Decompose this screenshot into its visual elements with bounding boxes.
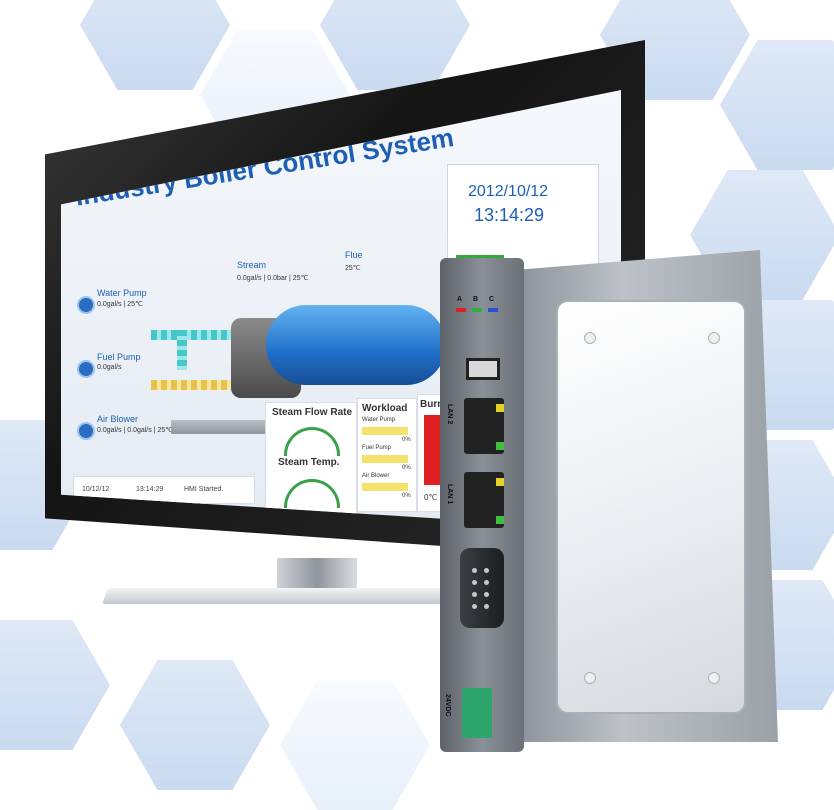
steam-flow-label: Steam Flow Rate bbox=[272, 407, 353, 418]
status-led-green bbox=[472, 308, 482, 312]
screw-icon bbox=[708, 672, 720, 684]
stream-label: Stream bbox=[237, 260, 267, 270]
water-pump-label: Water Pump bbox=[97, 288, 147, 298]
lan2-led bbox=[496, 404, 504, 412]
steam-temp-gauge bbox=[284, 479, 340, 508]
steam-temp-label: Steam Temp. bbox=[278, 457, 340, 468]
status-message: HMI Started. bbox=[184, 486, 224, 493]
burner-level-bar bbox=[424, 415, 444, 485]
status-led-red bbox=[456, 308, 466, 312]
led-label-c: C bbox=[489, 296, 495, 303]
lan1-led bbox=[496, 478, 504, 486]
steam-tank bbox=[266, 305, 446, 385]
fuel-pump-reading: 0.0gal/s bbox=[97, 364, 122, 371]
screw-icon bbox=[584, 332, 596, 344]
workload-row-label: Water Pump bbox=[362, 417, 396, 423]
lan1-port[interactable] bbox=[464, 472, 504, 528]
lan1-label: LAN 1 bbox=[446, 484, 453, 505]
workload-title: Workload bbox=[362, 403, 408, 414]
lan1-led bbox=[496, 516, 504, 524]
status-time: 13:14:29 bbox=[136, 486, 164, 493]
power-terminal[interactable] bbox=[462, 688, 492, 738]
fuel-pump-icon[interactable] bbox=[77, 360, 95, 378]
device-front-panel: A B C LAN 2 LAN 1 24VDC bbox=[440, 258, 524, 752]
status-led-blue bbox=[488, 308, 498, 312]
fuel-pump-label: Fuel Pump bbox=[97, 352, 141, 362]
workload-row-value: 0% bbox=[402, 437, 411, 443]
workload-row-label: Fuel Pump bbox=[362, 445, 392, 451]
hmi-time: 13:14:29 bbox=[474, 205, 545, 225]
flue-reading: 25℃ bbox=[345, 265, 361, 272]
screw-icon bbox=[708, 332, 720, 344]
monitor-stand-base bbox=[102, 588, 468, 604]
hmi-date: 2012/10/12 bbox=[468, 183, 549, 200]
lan2-label: LAN 2 bbox=[446, 404, 453, 425]
steam-gauges-panel: Steam Flow Rate Steam Temp. bbox=[265, 402, 357, 514]
workload-panel: Workload Water Pump 0% Fuel Pump 0% Air … bbox=[357, 398, 417, 512]
usb-port[interactable] bbox=[466, 358, 500, 380]
workload-bar bbox=[362, 483, 408, 491]
hmi-gateway-device: A B C LAN 2 LAN 1 24VDC bbox=[428, 250, 778, 752]
workload-row-value: 0% bbox=[402, 493, 411, 499]
screw-icon bbox=[584, 672, 596, 684]
workload-bar bbox=[362, 427, 408, 435]
workload-row-value: 0% bbox=[402, 465, 411, 471]
serial-port[interactable] bbox=[460, 548, 504, 628]
water-pump-reading: 0.0gal/s | 25℃ bbox=[97, 301, 143, 308]
water-pump-icon[interactable] bbox=[77, 296, 95, 314]
burner-label: Burner bbox=[420, 399, 453, 410]
water-pipe bbox=[151, 330, 251, 340]
stream-reading: 0.0gal/s | 0.0bar | 25℃ bbox=[237, 275, 309, 282]
led-label-b: B bbox=[473, 296, 479, 303]
steam-flow-gauge bbox=[284, 427, 340, 456]
workload-row-label: Air Blower bbox=[362, 473, 390, 479]
air-blower-label: Air Blower bbox=[97, 414, 139, 424]
flue-label: Flue bbox=[345, 250, 363, 260]
led-label-a: A bbox=[457, 296, 463, 303]
air-blower-icon[interactable] bbox=[77, 422, 95, 440]
air-blower-reading: 0.0gal/s | 0.0gal/s | 25℃ bbox=[97, 427, 174, 434]
device-cover-plate bbox=[556, 300, 746, 714]
burner-value: 0℃ bbox=[424, 493, 438, 502]
lan2-port[interactable] bbox=[464, 398, 504, 454]
workload-bar bbox=[362, 455, 408, 463]
fuel-pipe bbox=[151, 380, 261, 390]
lan2-led bbox=[496, 442, 504, 450]
water-pipe-vertical bbox=[177, 330, 187, 370]
power-terminal-label: 24VDC bbox=[444, 694, 451, 717]
status-date: 10/12/12 bbox=[82, 486, 110, 493]
